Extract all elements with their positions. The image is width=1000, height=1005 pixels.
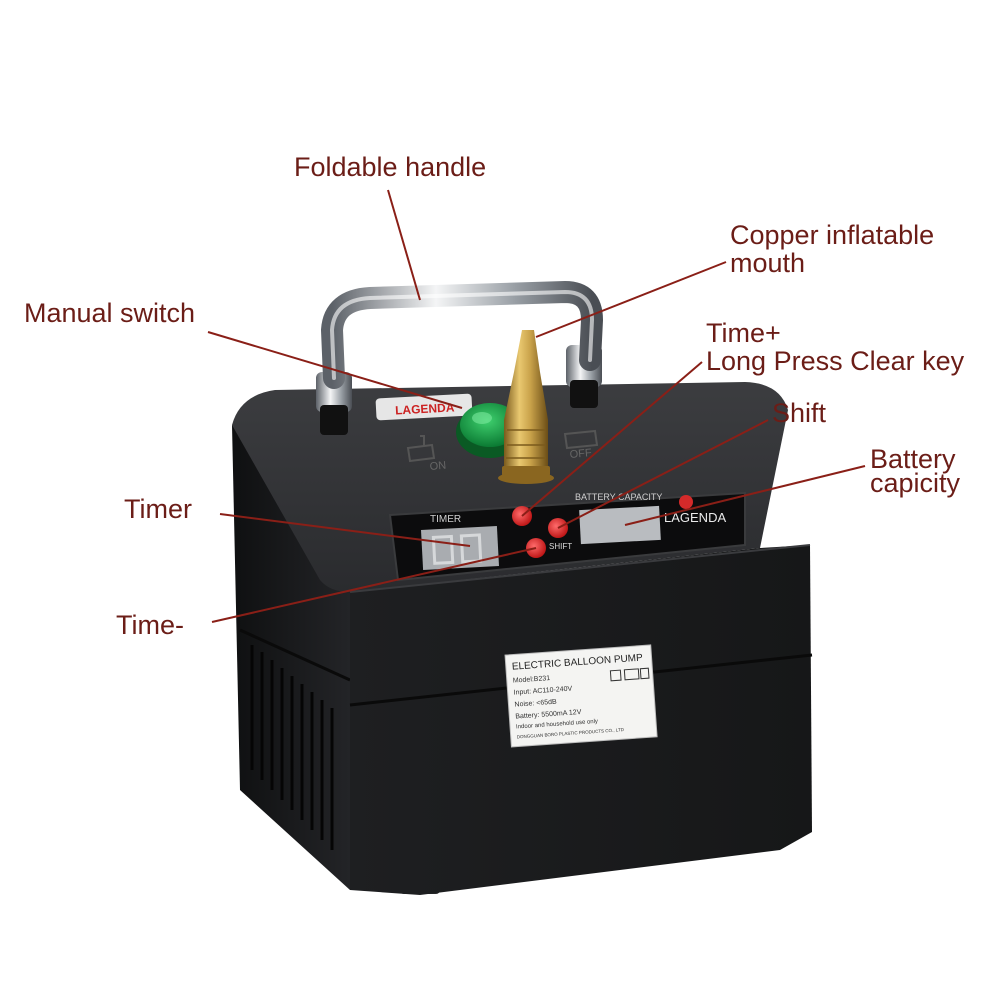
battery-display — [579, 505, 661, 545]
timer-label: TIMER — [430, 514, 461, 525]
leader-battery — [624, 465, 866, 526]
callout-timer: Timer — [124, 494, 192, 524]
leader-lines — [207, 189, 866, 623]
recycle-bin-icon — [639, 667, 650, 680]
callout-battery-line1: Battery — [870, 444, 956, 474]
callout-time-minus: Time- — [116, 610, 184, 640]
callout-battery-line2: capicity — [870, 468, 961, 498]
leader-timer — [219, 513, 471, 547]
off-label: OFF — [569, 447, 592, 461]
nameplate-battery: Battery: 5500mA 12V — [515, 709, 582, 721]
callout-copper-mouth-line1: Copper inflatable — [730, 220, 935, 250]
callout-copper-mouth-line2: mouth — [730, 248, 806, 278]
nameplate-input: Input: AC110-240V — [513, 686, 572, 697]
top-logo: LAGENDA — [395, 400, 455, 417]
on-label: ON — [429, 460, 447, 473]
brand-logo-icon — [679, 495, 693, 509]
on-icon — [406, 435, 436, 463]
nameplate: ELECTRIC BALLOON PUMP Model:B231 Input: … — [504, 644, 658, 748]
callout-time-plus-line2: Long Press Clear key — [706, 346, 965, 376]
copper-inflatable-mouth — [504, 330, 548, 470]
callout-manual-switch: Manual switch — [24, 298, 196, 328]
callout-time-plus-line1: Time+ — [706, 318, 781, 348]
off-icon — [563, 429, 599, 450]
leader-foldable-handle — [387, 189, 421, 301]
leader-shift — [557, 419, 769, 529]
ce-mark-icon — [623, 668, 640, 681]
leader-time-plus — [521, 361, 703, 517]
side-vent — [250, 645, 334, 850]
panel-brand: LAGENDA — [664, 510, 726, 525]
shift-label: SHIFT — [549, 542, 572, 551]
nameplate-noise: Noise: <65dB — [514, 699, 557, 709]
top-logo-sticker — [375, 393, 473, 421]
leader-copper-mouth — [535, 261, 727, 338]
certification-icon — [609, 669, 622, 682]
nameplate-model: Model:B231 — [513, 675, 551, 685]
callout-foldable-handle: Foldable handle — [294, 152, 487, 182]
nameplate-usage: Indoor and household use only — [516, 719, 598, 731]
callout-shift: Shift — [772, 398, 827, 428]
foldable-handle — [320, 280, 604, 389]
leader-manual-switch — [207, 331, 463, 409]
leader-time-minus — [211, 547, 537, 623]
